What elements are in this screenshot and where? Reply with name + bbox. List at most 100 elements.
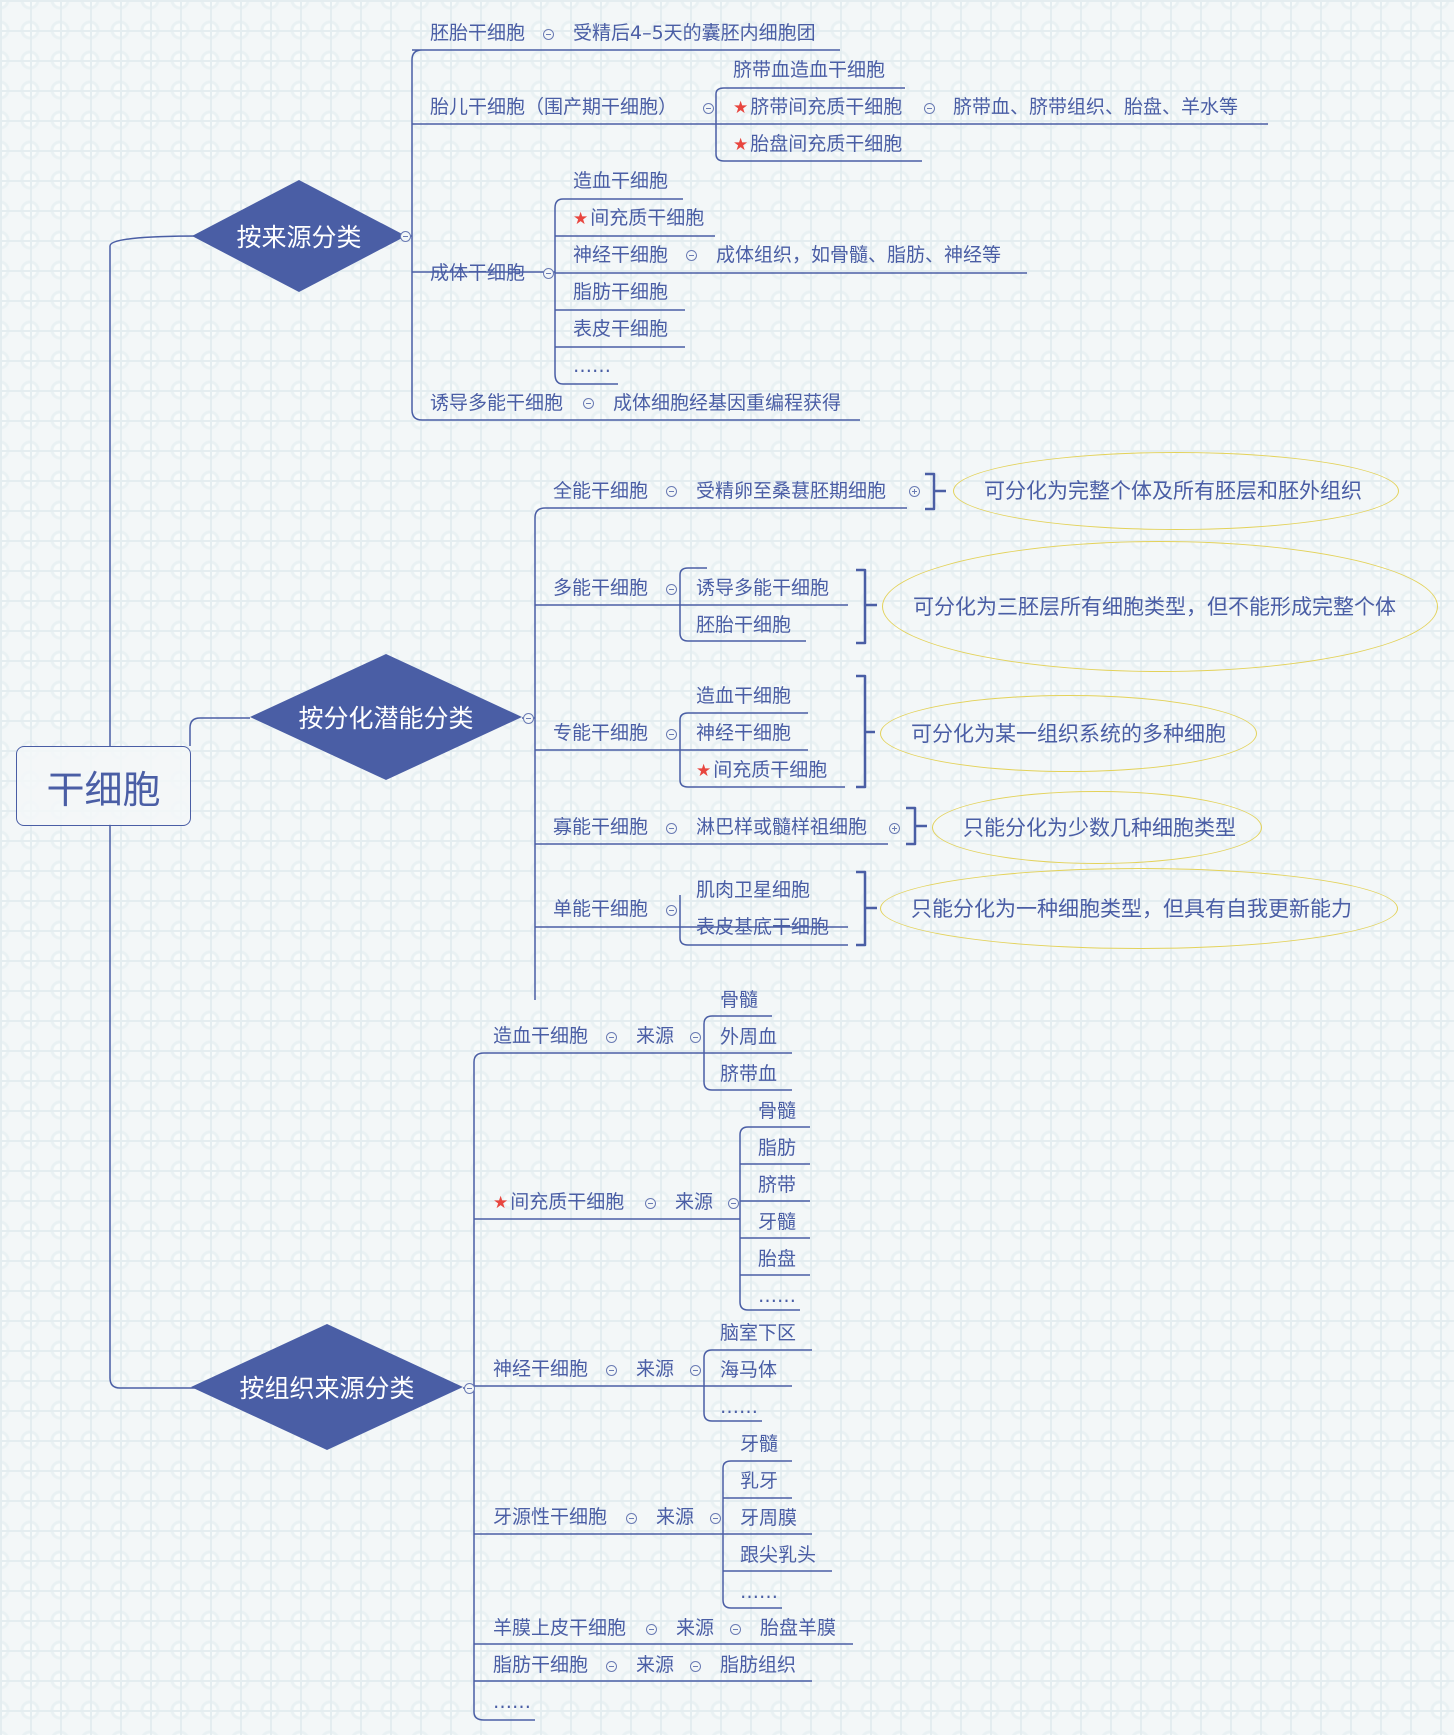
- topic-source[interactable]: 来源: [675, 1191, 714, 1213]
- source-item[interactable]: 牙周膜: [740, 1507, 798, 1529]
- source-item[interactable]: 脐带血: [720, 1063, 778, 1085]
- collapse-toggle-icon[interactable]: [583, 398, 594, 409]
- note-text: 可分化为完整个体及所有胚层和胚外组织: [984, 479, 1362, 503]
- topic-child[interactable]: 肌肉卫星细胞: [696, 879, 811, 901]
- topic-ipsc[interactable]: 诱导多能干细胞: [430, 392, 564, 414]
- topic-nsc[interactable]: 神经干细胞: [573, 244, 669, 266]
- collapse-toggle-icon[interactable]: [606, 1661, 617, 1672]
- source-item[interactable]: 脐带: [758, 1174, 797, 1196]
- branch-node-by-tissue[interactable]: 按组织来源分类: [191, 1324, 463, 1450]
- topic-adult[interactable]: 成体干细胞: [430, 262, 526, 284]
- note-text: 只能分化为少数几种细胞类型: [963, 815, 1236, 840]
- topic-child[interactable]: 淋巴样或髓样祖细胞: [696, 816, 868, 838]
- source-item[interactable]: ……: [740, 1581, 778, 1603]
- source-item[interactable]: 脂肪组织: [720, 1654, 797, 1676]
- topic-msc[interactable]: ★间充质干细胞: [573, 206, 704, 231]
- collapse-toggle-icon[interactable]: [645, 1198, 656, 1209]
- topic-cord-msc[interactable]: ★脐带间充质干细胞: [733, 95, 902, 120]
- source-item[interactable]: ……: [758, 1285, 796, 1307]
- collapse-toggle-icon[interactable]: [464, 1383, 475, 1394]
- source-item[interactable]: 脂肪: [758, 1137, 797, 1159]
- topic-source[interactable]: 来源: [656, 1506, 695, 1528]
- collapse-toggle-icon[interactable]: [690, 1032, 701, 1043]
- branch-node-by-potency[interactable]: 按分化潜能分类: [250, 654, 522, 780]
- topic-tissue-adipose-sc[interactable]: 脂肪干细胞: [493, 1654, 589, 1676]
- collapse-toggle-icon[interactable]: [666, 823, 677, 834]
- collapse-toggle-icon[interactable]: [666, 905, 677, 916]
- topic-child[interactable]: 神经干细胞: [696, 722, 792, 744]
- source-item[interactable]: 牙髓: [740, 1433, 779, 1455]
- topic-adipose-sc[interactable]: 脂肪干细胞: [573, 281, 669, 303]
- source-item[interactable]: 胎盘: [758, 1248, 797, 1270]
- collapse-toggle-icon[interactable]: [703, 103, 714, 114]
- topic-cord-blood-hsc[interactable]: 脐带血造血干细胞: [733, 59, 886, 81]
- topic-oligopotent[interactable]: 寡能干细胞: [553, 816, 649, 838]
- collapse-toggle-icon[interactable]: [686, 250, 697, 261]
- source-item[interactable]: 骨髓: [758, 1100, 797, 1122]
- topic-child[interactable]: 表皮基底干细胞: [696, 916, 830, 938]
- topic-totipotent[interactable]: 全能干细胞: [553, 480, 649, 502]
- bracket: [925, 472, 946, 511]
- source-item[interactable]: 乳牙: [740, 1470, 779, 1492]
- connector: [554, 198, 683, 272]
- topic-unipotent[interactable]: 单能干细胞: [553, 898, 649, 920]
- source-item[interactable]: ……: [720, 1396, 758, 1418]
- topic-detail[interactable]: 成体组织，如骨髓、脂肪、神经等: [716, 244, 1002, 266]
- source-item[interactable]: 跟尖乳头: [740, 1544, 817, 1566]
- collapse-toggle-icon[interactable]: [666, 486, 677, 497]
- topic-child[interactable]: ★间充质干细胞: [696, 758, 827, 783]
- collapse-toggle-icon[interactable]: [543, 29, 554, 40]
- topic-more[interactable]: ……: [573, 355, 611, 377]
- collapse-toggle-icon[interactable]: [666, 584, 677, 595]
- topic-more[interactable]: ……: [493, 1691, 531, 1713]
- source-item[interactable]: 胎盘羊膜: [760, 1617, 837, 1639]
- topic-hsc[interactable]: 造血干细胞: [573, 170, 669, 192]
- collapse-toggle-icon[interactable]: [690, 1661, 701, 1672]
- topic-source[interactable]: 来源: [636, 1358, 675, 1380]
- topic-pluripotent[interactable]: 多能干细胞: [553, 577, 649, 599]
- topic-embryonic[interactable]: 胚胎干细胞: [430, 22, 526, 44]
- topic-epidermal-sc[interactable]: 表皮干细胞: [573, 318, 669, 340]
- collapse-toggle-icon[interactable]: [400, 231, 411, 242]
- topic-detail[interactable]: 成体细胞经基因重编程获得: [613, 392, 842, 414]
- source-item[interactable]: 骨髓: [720, 989, 759, 1011]
- topic-child[interactable]: 胚胎干细胞: [696, 614, 792, 636]
- topic-amniotic-sc[interactable]: 羊膜上皮干细胞: [493, 1617, 627, 1639]
- expand-toggle-icon[interactable]: [909, 486, 920, 497]
- collapse-toggle-icon[interactable]: [626, 1513, 637, 1524]
- collapse-toggle-icon[interactable]: [523, 713, 534, 724]
- collapse-toggle-icon[interactable]: [690, 1365, 701, 1376]
- topic-source[interactable]: 来源: [676, 1617, 715, 1639]
- topic-child[interactable]: 诱导多能干细胞: [696, 577, 830, 599]
- source-item[interactable]: 外周血: [720, 1026, 778, 1048]
- source-item[interactable]: 牙髓: [758, 1211, 797, 1233]
- collapse-toggle-icon[interactable]: [728, 1198, 739, 1209]
- branch-node-by-source[interactable]: 按来源分类: [192, 180, 406, 292]
- topic-child[interactable]: 造血干细胞: [696, 685, 792, 707]
- topic-placenta-msc[interactable]: ★胎盘间充质干细胞: [733, 132, 902, 157]
- collapse-toggle-icon[interactable]: [666, 729, 677, 740]
- topic-source[interactable]: 来源: [636, 1654, 675, 1676]
- collapse-toggle-icon[interactable]: [646, 1624, 657, 1635]
- topic-multipotent[interactable]: 专能干细胞: [553, 722, 649, 744]
- root-node[interactable]: 干细胞: [16, 746, 191, 826]
- collapse-toggle-icon[interactable]: [730, 1624, 741, 1635]
- topic-dental-sc[interactable]: 牙源性干细胞: [493, 1506, 608, 1528]
- source-item[interactable]: 脑室下区: [720, 1322, 797, 1344]
- topic-detail[interactable]: 脐带血、脐带组织、胎盘、羊水等: [953, 96, 1239, 118]
- topic-tissue-hsc[interactable]: 造血干细胞: [493, 1025, 589, 1047]
- topic-source[interactable]: 来源: [636, 1025, 675, 1047]
- connector: [109, 824, 200, 1389]
- topic-tissue-nsc[interactable]: 神经干细胞: [493, 1358, 589, 1380]
- topic-detail[interactable]: 受精后4–5天的囊胚内细胞团: [573, 22, 816, 44]
- source-item[interactable]: 海马体: [720, 1359, 778, 1381]
- topic-child[interactable]: 受精卵至桑葚胚期细胞: [696, 480, 887, 502]
- topic-tissue-msc[interactable]: ★间充质干细胞: [493, 1190, 624, 1215]
- collapse-toggle-icon[interactable]: [606, 1365, 617, 1376]
- collapse-toggle-icon[interactable]: [543, 268, 554, 279]
- collapse-toggle-icon[interactable]: [924, 103, 935, 114]
- collapse-toggle-icon[interactable]: [710, 1513, 721, 1524]
- topic-fetal[interactable]: 胎儿干细胞（围产期干细胞）: [430, 96, 678, 118]
- expand-toggle-icon[interactable]: [889, 823, 900, 834]
- collapse-toggle-icon[interactable]: [606, 1032, 617, 1043]
